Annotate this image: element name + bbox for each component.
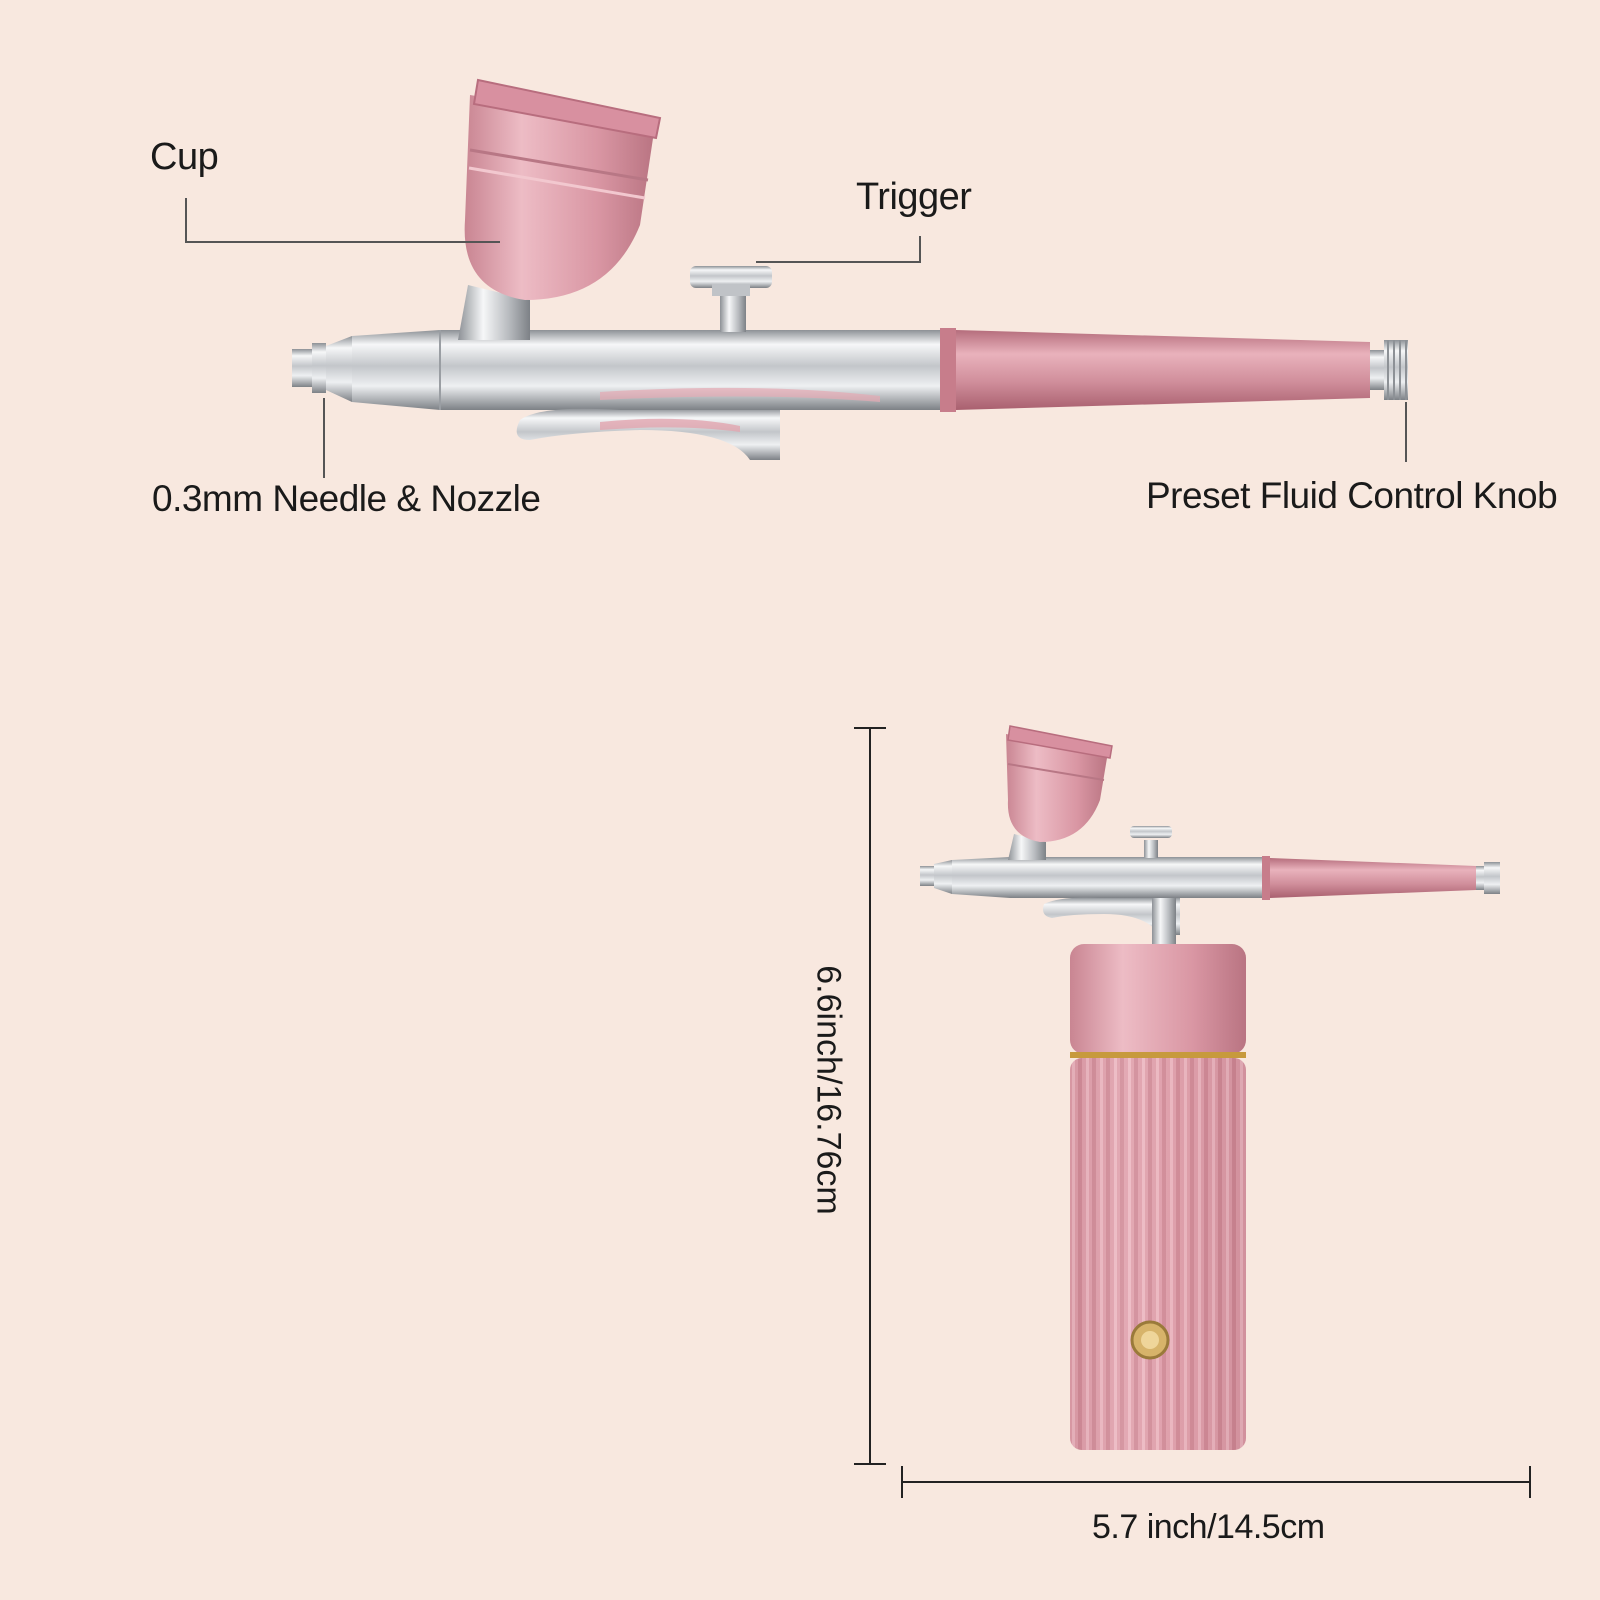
grip-chrome — [516, 408, 780, 460]
dimension-lines — [854, 727, 1531, 1498]
height-dimension-label: 6.6inch/16.76cm — [809, 965, 848, 1215]
cup-illustration — [464, 78, 662, 300]
handle-ring — [940, 328, 956, 412]
cup-stem — [458, 285, 530, 340]
needle-nozzle-label: 0.3mm Needle & Nozzle — [152, 478, 541, 519]
small-cup — [1006, 734, 1108, 842]
nozzle-collar — [312, 343, 326, 393]
trigger-illustration — [690, 266, 772, 332]
airbrush-large — [292, 78, 1408, 460]
trigger-label: Trigger — [856, 176, 972, 218]
nozzle-tip — [292, 349, 314, 387]
nozzle-cone — [326, 336, 352, 402]
fluid-knob-illustration — [1370, 340, 1408, 400]
fluid-control-knob-label: Preset Fluid Control Knob — [1146, 475, 1558, 516]
trigger-callout-line — [756, 236, 921, 263]
cup-callout-line — [185, 198, 500, 243]
compressor-top — [1070, 944, 1246, 1054]
airbrush-small — [920, 725, 1500, 1450]
cup-label: Cup — [150, 136, 219, 178]
handle-pink — [956, 330, 1370, 410]
gold-ring — [1070, 1052, 1246, 1058]
width-dimension-label: 5.7 inch/14.5cm — [1092, 1508, 1325, 1546]
callout-lines — [185, 198, 1407, 478]
